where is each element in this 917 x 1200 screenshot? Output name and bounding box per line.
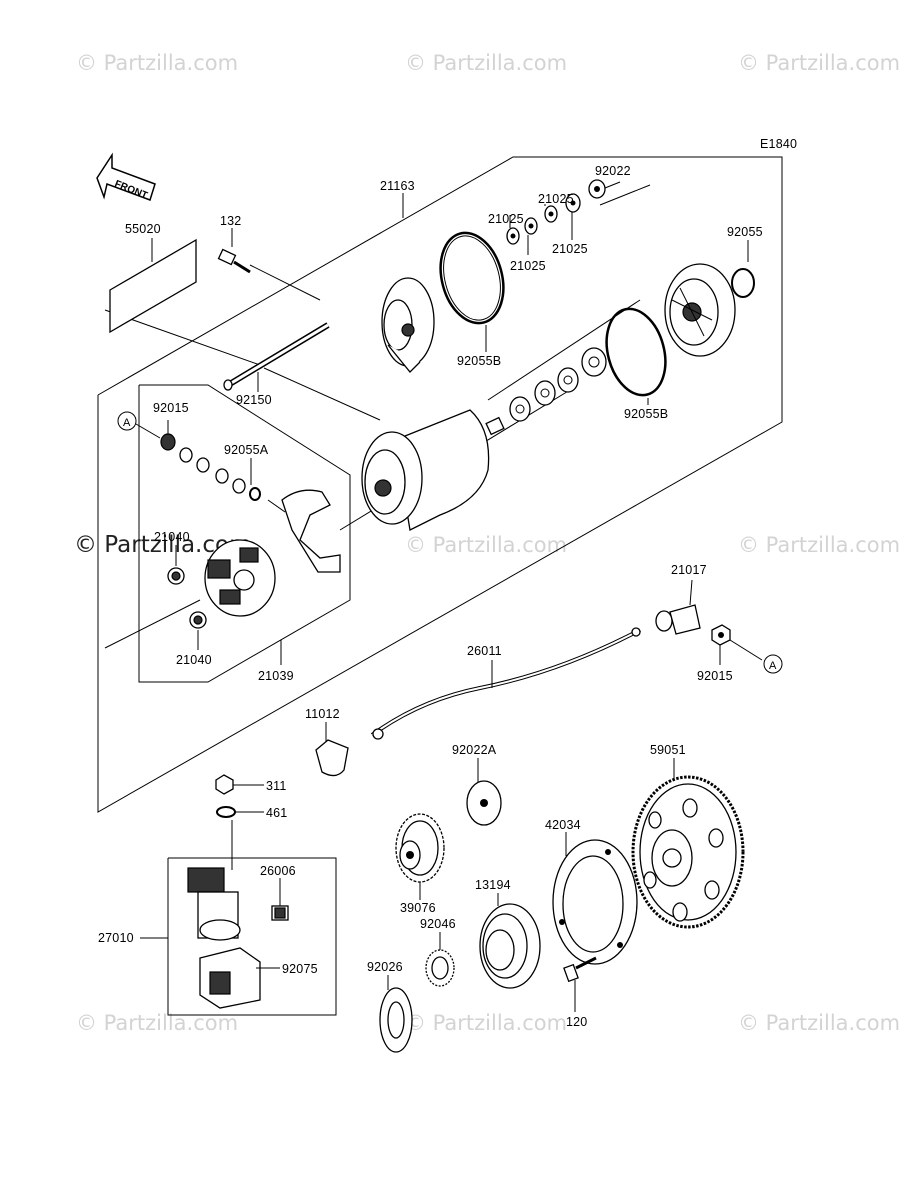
starter-gear-part [631, 775, 745, 929]
part-number: 92015 [697, 669, 733, 683]
part-number: 21163 [380, 179, 415, 193]
callout-a-right [763, 654, 783, 674]
part-number: 92055B [624, 407, 668, 421]
brush-screw-part [267, 499, 286, 513]
brush-spring-part [167, 567, 207, 629]
axis-line [104, 599, 201, 649]
brush-holder-frame [138, 384, 351, 683]
cable-inner [371, 629, 641, 736]
washer-stack-part [509, 347, 607, 422]
part-number: 59051 [650, 743, 686, 757]
part-number: 39076 [400, 901, 436, 915]
nut-92015-part [711, 624, 731, 646]
starter-clutch-part [479, 903, 541, 989]
terminal-cap-part [315, 739, 349, 777]
part-number: 27010 [98, 931, 134, 945]
axis-line [249, 264, 321, 301]
front-arrow-icon: FRONT [96, 152, 156, 202]
watermark: © Partzilla.com [405, 51, 567, 75]
part-number: 92075 [282, 962, 318, 976]
watermark: © Partzilla.com [76, 51, 238, 75]
screw-132-part [217, 248, 251, 274]
leader-line [729, 639, 763, 661]
oring-92055B-part [605, 307, 667, 397]
watermark: © Partzilla.com [738, 533, 900, 557]
oring-92055B-part [439, 231, 505, 325]
part-number: 461 [266, 806, 287, 820]
part-number: 92055A [224, 443, 269, 457]
leader-line [135, 423, 161, 439]
part-number: 92022A [452, 743, 497, 757]
part-number: 92055 [727, 225, 763, 239]
diagram-code: E1840 [760, 137, 797, 151]
callout-a-left [117, 411, 137, 431]
brush-plate-part [281, 489, 341, 573]
fuse-26006-part [271, 905, 289, 921]
watermark: © Partzilla.com [738, 51, 900, 75]
part-number: 21025 [488, 212, 524, 226]
part-number: 120 [566, 1015, 587, 1029]
motor-yoke-part [361, 409, 505, 531]
cable-terminal-part [372, 728, 384, 740]
small-washers-part [160, 433, 261, 501]
part-number: 21025 [538, 192, 574, 206]
part-number: 26011 [467, 644, 502, 658]
part-number: 311 [266, 779, 287, 793]
terminal-boot-part [655, 604, 701, 635]
part-number: 26006 [260, 864, 296, 878]
part-number: 92150 [236, 393, 272, 407]
rear-cover-part [664, 263, 736, 357]
oring-92055-part [731, 268, 755, 298]
part-number: 92055B [457, 354, 501, 368]
part-number: 21025 [510, 259, 546, 273]
part-number: 11012 [305, 707, 340, 721]
bolt-120-part [563, 956, 597, 983]
leader-line [689, 579, 693, 606]
oring-inner [443, 235, 501, 321]
part-number: 92026 [367, 960, 403, 974]
part-number: 92015 [153, 401, 189, 415]
shim-washers-part [506, 179, 606, 245]
axis-line [599, 184, 651, 206]
starter-relay-frame [167, 857, 337, 1016]
part-number: 42034 [545, 818, 581, 832]
part-number: 132 [220, 214, 241, 228]
watermark: © Partzilla.com [405, 533, 567, 557]
brush-holder-part [204, 539, 276, 617]
starter-clutch-housing-part [552, 839, 638, 965]
idle-gear-part [395, 813, 445, 883]
washer-461-part [216, 806, 236, 818]
part-number: 21040 [176, 653, 212, 667]
cable-terminal-part [631, 627, 641, 637]
nut-311-part [215, 774, 234, 795]
part-number: 92046 [420, 917, 456, 931]
part-number: 21025 [552, 242, 588, 256]
relay-cover-part [199, 947, 261, 1009]
watermark: © Partzilla.com [738, 1011, 900, 1035]
label-plate-part [109, 238, 197, 334]
part-number: 21039 [258, 669, 294, 683]
part-number: 21040 [154, 530, 190, 544]
callout-a-left-label: A [123, 417, 131, 429]
axis-line [263, 367, 381, 421]
part-number: 13194 [475, 878, 511, 892]
part-number: 21017 [671, 563, 707, 577]
part-number: 92022 [595, 164, 631, 178]
through-bolt-part [223, 322, 330, 391]
part-number: 55020 [125, 222, 161, 236]
starter-relay-part [187, 867, 241, 941]
needle-bearing-part [425, 949, 455, 987]
callout-a-right-label: A [769, 660, 777, 672]
watermark: © Partzilla.com [405, 1011, 567, 1035]
front-cover-part [381, 277, 435, 373]
starter-assembly-frame [97, 156, 783, 813]
